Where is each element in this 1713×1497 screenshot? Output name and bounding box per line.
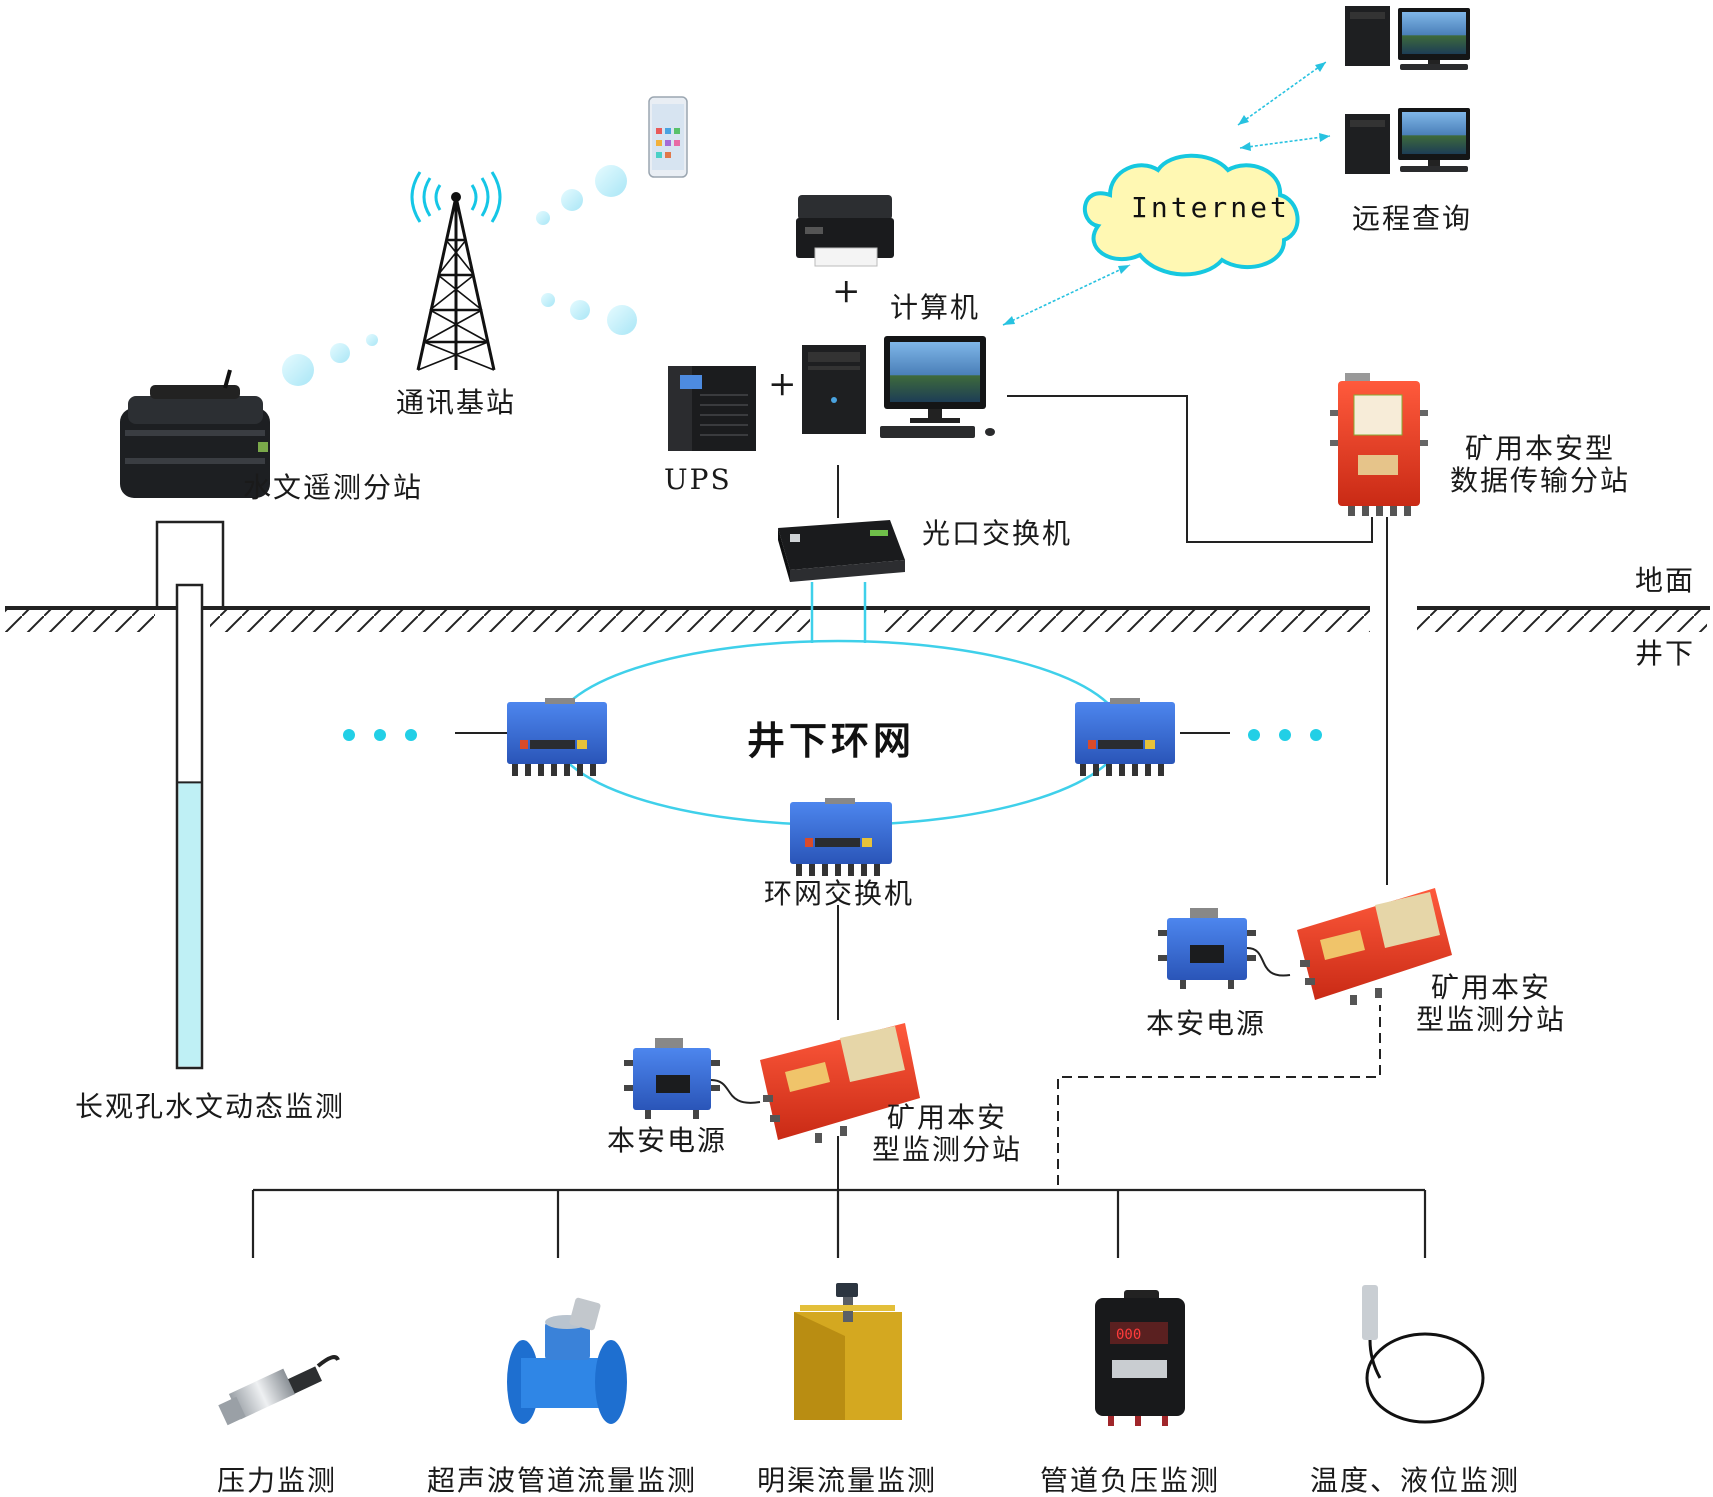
sensor-label-temp-level: 温度、液位监测 bbox=[1310, 1464, 1521, 1497]
communication-tower-icon bbox=[410, 171, 502, 371]
sensor-label-ultrasonic-flow: 超声波管道流量监测 bbox=[427, 1464, 698, 1497]
ring-network-title: 井下环网 bbox=[747, 719, 916, 763]
remote-computer-1-icon bbox=[1345, 6, 1470, 70]
ring-switch-left-icon bbox=[507, 698, 607, 776]
plus-symbol-top: + bbox=[832, 271, 863, 311]
monitoring-station-left-label: 矿用本安 型监测分站 bbox=[862, 1102, 1032, 1166]
hydro-telemetry-case-icon bbox=[120, 369, 270, 498]
ring-switch-label: 环网交换机 bbox=[764, 877, 915, 910]
level-probe-icon bbox=[1362, 1285, 1485, 1424]
ring-continuation-dots bbox=[343, 729, 1322, 741]
internet-cloud-icon bbox=[1082, 153, 1300, 277]
wireless-signal-bubbles bbox=[282, 165, 637, 386]
pressure-sensor-icon bbox=[218, 1355, 340, 1426]
ups-label: UPS bbox=[664, 463, 732, 496]
underground-label: 井下 bbox=[1635, 637, 1696, 670]
data-transfer-station-label: 矿用本安型 数据传输分站 bbox=[1440, 433, 1640, 497]
ground-label: 地面 bbox=[1635, 564, 1696, 597]
sensor-label-pressure: 压力监测 bbox=[217, 1464, 338, 1497]
monitoring-station-left-icon bbox=[760, 1023, 920, 1143]
power-cable-right bbox=[1246, 947, 1291, 977]
network-link-arrows bbox=[1002, 61, 1331, 326]
data-transfer-station-icon bbox=[1330, 373, 1428, 516]
power-cable-left bbox=[710, 1079, 761, 1104]
arrow-heads bbox=[1003, 62, 1330, 325]
hydro-substation-label: 水文遥测分站 bbox=[243, 471, 424, 504]
ground-surface bbox=[5, 606, 1710, 632]
internet-label: Internet bbox=[1131, 191, 1290, 224]
ring-switch-bottom-icon bbox=[790, 798, 892, 876]
ultrasonic-flowmeter-icon bbox=[507, 1297, 627, 1424]
svg-text:000: 000 bbox=[1116, 1327, 1141, 1343]
monitoring-station-right-label-line1: 矿用本安 bbox=[1430, 971, 1551, 1004]
computer-tower-icon bbox=[802, 345, 866, 434]
power-supply-left-icon bbox=[624, 1038, 720, 1119]
computer-monitor-icon bbox=[880, 336, 995, 438]
monitoring-station-left-label-line1: 矿用本安 bbox=[886, 1101, 1007, 1134]
power-supply-right-label: 本安电源 bbox=[1146, 1007, 1267, 1040]
monitoring-station-right-label-line2: 型监测分站 bbox=[1415, 1003, 1566, 1036]
sensor-label-open-channel: 明渠流量监测 bbox=[757, 1464, 938, 1497]
optical-switch-icon bbox=[778, 520, 905, 582]
printer-icon bbox=[796, 195, 894, 267]
water-level-fill bbox=[178, 782, 201, 1067]
power-supply-left-label: 本安电源 bbox=[607, 1124, 728, 1157]
ring-switch-right-icon bbox=[1075, 698, 1175, 776]
smartphone-icon bbox=[648, 96, 688, 178]
data-transfer-station-label-line2: 数据传输分站 bbox=[1449, 464, 1630, 497]
optical-switch-label: 光口交换机 bbox=[922, 517, 1073, 550]
data-transfer-station-label-line1: 矿用本安型 bbox=[1464, 432, 1615, 465]
sensor-label-negative-pressure: 管道负压监测 bbox=[1040, 1464, 1221, 1497]
remote-query-label: 远程查询 bbox=[1352, 202, 1473, 235]
monitoring-station-left-label-line2: 型监测分站 bbox=[871, 1133, 1022, 1166]
remote-computer-2-icon bbox=[1345, 108, 1470, 174]
observation-borehole bbox=[155, 520, 225, 1070]
ups-icon bbox=[668, 366, 756, 451]
dashed-link bbox=[1057, 1005, 1381, 1185]
negative-pressure-sensor-icon: 000 bbox=[1095, 1290, 1185, 1426]
comm-base-station-label: 通讯基站 bbox=[396, 386, 517, 419]
open-channel-flume-icon bbox=[794, 1283, 902, 1420]
monitoring-station-right-label: 矿用本安 型监测分站 bbox=[1406, 972, 1576, 1036]
sensor-bus bbox=[251, 1188, 1427, 1258]
power-supply-right-icon bbox=[1158, 908, 1256, 989]
computer-label: 计算机 bbox=[890, 291, 981, 324]
wired-links bbox=[455, 395, 1388, 1190]
long-hole-monitoring-label: 长观孔水文动态监测 bbox=[75, 1090, 346, 1123]
monitoring-station-right-icon bbox=[1297, 888, 1452, 1005]
plus-symbol-middle: + bbox=[768, 364, 799, 404]
